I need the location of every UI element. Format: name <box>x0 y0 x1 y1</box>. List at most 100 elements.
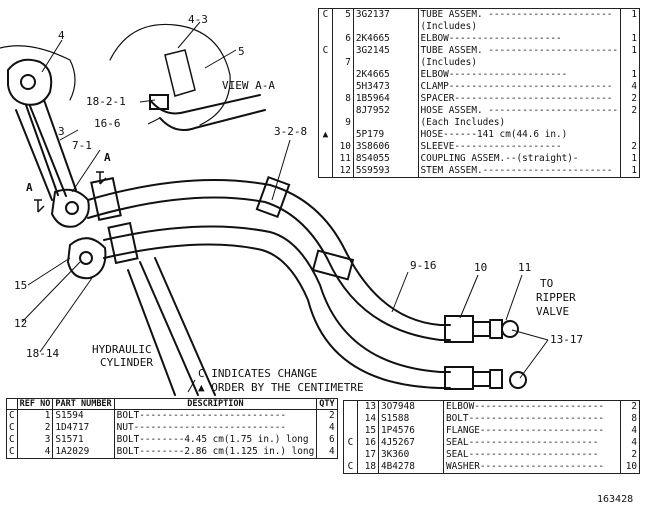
change-marker: C <box>318 8 333 21</box>
change-marker <box>318 57 333 69</box>
quantity: 1 <box>620 8 640 21</box>
callout-18-2-1: 18-2-1 <box>86 95 126 108</box>
ref-no: 1 <box>16 409 54 422</box>
description: ELBOW-------------------- <box>417 33 622 45</box>
description: SPACER---------------------------- <box>417 93 622 105</box>
header-c <box>6 398 18 410</box>
table-row: 7(Includes) <box>318 57 640 69</box>
change-marker <box>343 449 358 461</box>
part-number: 3G2145 <box>352 45 419 57</box>
description: HOSE ASSEM. ----------------------- <box>417 105 622 117</box>
coupling-upper <box>472 319 503 339</box>
quantity: 2 <box>316 409 338 422</box>
quantity: 4 <box>620 437 640 449</box>
change-marker <box>318 81 333 93</box>
part-number: 5P179 <box>352 129 419 141</box>
ref-no <box>331 69 354 81</box>
quantity: 2 <box>620 400 640 413</box>
part-number: 3G2137 <box>352 8 419 21</box>
change-marker: C <box>6 422 18 434</box>
callout-5: 5 <box>238 45 245 58</box>
view-aa-label: VIEW A-A <box>222 79 275 92</box>
description: (Includes) <box>417 57 622 69</box>
description: TUBE ASSEM. ----------------------- <box>417 45 622 57</box>
change-marker: C <box>6 446 18 459</box>
change-marker: ▲ <box>318 129 333 141</box>
flange-lower <box>66 237 107 280</box>
callout-4: 4 <box>58 29 65 42</box>
change-marker: C <box>318 45 333 57</box>
ref-no: 5 <box>331 8 354 21</box>
description: SEAL----------------------- <box>443 437 621 449</box>
flange-a <box>50 188 90 228</box>
callout-7-1: 7-1 <box>72 139 92 152</box>
top-left-fitting <box>7 58 53 106</box>
part-number: 1A2029 <box>52 446 115 459</box>
callout-15: 15 <box>14 279 28 292</box>
quantity: 1 <box>620 153 640 165</box>
part-number: 3K360 <box>378 449 444 461</box>
quantity: 10 <box>620 461 640 474</box>
to-ripper-valve-line-1: TO <box>540 277 554 290</box>
table-header-row: REF NO PART NUMBER DESCRIPTION QTY <box>6 398 338 410</box>
part-number: 2K4665 <box>352 33 419 45</box>
part-number: 3O7948 <box>378 400 444 413</box>
description: BOLT--------2.86 cm(1.125 in.) long <box>113 446 318 459</box>
callout-18-14: 18-14 <box>26 347 60 360</box>
ref-no <box>331 129 354 141</box>
part-number: 3S8606 <box>352 141 419 153</box>
change-marker <box>318 93 333 105</box>
ref-no <box>331 81 354 93</box>
change-marker <box>318 165 333 178</box>
sleeve-upper <box>444 315 474 343</box>
quantity: 2 <box>620 141 640 153</box>
section-a-left: A <box>26 181 33 194</box>
part-number: 1P4576 <box>378 425 444 437</box>
change-marker <box>318 21 333 33</box>
part-number: S1594 <box>52 409 115 422</box>
description: (Includes) <box>417 21 622 33</box>
change-marker <box>343 400 358 413</box>
ref-no: 2 <box>16 422 54 434</box>
callout-10: 10 <box>474 261 488 274</box>
part-number: 1B5964 <box>352 93 419 105</box>
part-number: S1588 <box>378 413 444 425</box>
hose-upper-1 <box>87 179 451 326</box>
change-marker <box>318 141 333 153</box>
ref-no: 15 <box>357 425 379 437</box>
quantity <box>620 117 640 129</box>
description: FLANGE---------------------- <box>443 425 621 437</box>
ref-no <box>331 21 354 33</box>
quantity <box>620 57 640 69</box>
change-marker <box>343 425 358 437</box>
note-change: C INDICATES CHANGE <box>198 367 318 380</box>
view-aa-tube <box>149 94 266 131</box>
vertical-tube-left <box>25 99 77 196</box>
description: WASHER---------------------- <box>443 461 621 474</box>
part-number: 4J5267 <box>378 437 444 449</box>
quantity <box>620 129 640 141</box>
callout-12: 12 <box>14 317 28 330</box>
change-marker <box>318 117 333 129</box>
quantity: 4 <box>620 425 640 437</box>
description: STEM ASSEM.----------------------- <box>417 165 622 178</box>
callout-3-2-8: 3-2-8 <box>274 125 308 138</box>
quantity: 8 <box>620 413 640 425</box>
clamp-upper-right <box>255 175 291 219</box>
clamp-lower-right <box>311 249 355 281</box>
callout-16-6: 16-6 <box>94 117 121 130</box>
